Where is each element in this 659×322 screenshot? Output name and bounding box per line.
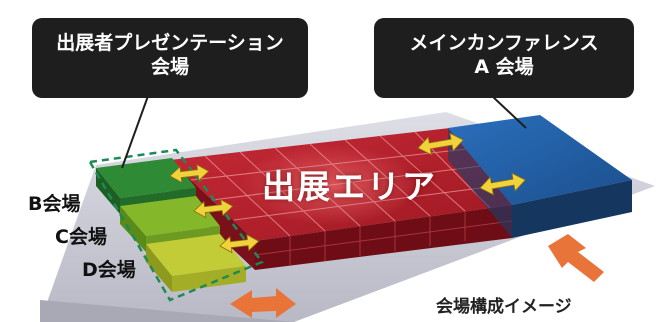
arrow-a-exhibition-top — [417, 132, 464, 156]
exhibitor-callout-line1: 出展者プレゼンテーション — [56, 32, 284, 54]
exhibitor-callout-line2: 会場 — [150, 55, 189, 78]
rooms-bcd-dashed-outline — [87, 148, 264, 302]
flow-arrows-yellow — [169, 132, 526, 254]
callout-left-pointer — [121, 95, 149, 169]
exhibition-area-title: 出展エリア — [262, 167, 437, 206]
callout-right-pointer — [491, 95, 527, 129]
arrow-c-exhibition — [193, 198, 234, 219]
arrow-a-exhibition-bottom — [479, 172, 526, 196]
exhibitor-presentation-callout: 出展者プレゼンテーション 会場 — [32, 18, 308, 98]
diagram-caption: 会場構成イメージ — [436, 297, 572, 317]
main-conference-callout-line2: A 会場 — [474, 55, 534, 78]
arrow-b-exhibition — [169, 163, 210, 184]
room-d-block — [146, 234, 246, 292]
arrow-d-exhibition — [219, 233, 260, 254]
room-d-label: D会場 — [82, 259, 136, 281]
entrance-arrows-orange — [230, 234, 604, 318]
entrance-arrow-right — [548, 234, 604, 282]
room-c-label: C会場 — [55, 226, 107, 248]
entrance-arrow-bottom — [230, 288, 296, 318]
main-conference-callout-line1: メインカンファレンス — [409, 32, 599, 54]
room-b-label: B会場 — [28, 193, 81, 215]
main-conference-callout: メインカンファレンス A 会場 — [374, 18, 634, 98]
